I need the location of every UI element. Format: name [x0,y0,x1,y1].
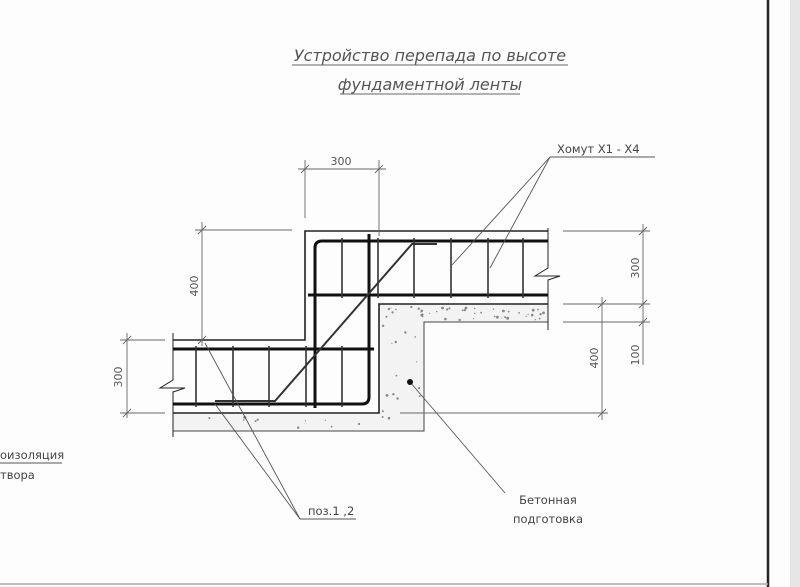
hatch-dot [420,311,422,313]
leader-dot [407,379,413,385]
window-side [790,0,800,587]
hatch-dot [395,374,398,377]
hatch-dot [446,308,449,311]
hatch-dot [381,416,384,418]
hatch-dot [387,416,391,420]
stirrups [195,238,524,407]
hatch-dot [390,307,392,309]
hatch-dot [534,319,536,321]
hatch-dot [418,395,421,398]
concrete-label-2: подготовка [513,512,583,526]
hatch-dot [391,342,393,344]
hatch-dot [417,307,420,310]
hatch-dot [256,418,259,421]
foundation-outline [158,228,561,437]
hatch-dot [385,394,389,397]
reinforcement [173,234,548,408]
title-line2: фундаментной ленты [338,75,522,94]
hatch-dot [436,310,438,313]
hatch-dot [444,317,447,321]
hatch-dot [381,410,384,413]
hatch-dot [395,308,397,311]
hatch-dot [501,317,503,319]
hatch-dot [531,308,535,312]
hatch-dot [492,308,494,310]
hatch-dot [527,313,529,315]
hatch-dot [324,419,327,421]
hatch-dot [429,312,431,314]
hatch-dot [420,313,424,317]
hatch-dot [463,308,466,312]
position-label: поз.1 ,2 [308,504,354,518]
title-line1: Устройство перепада по высоте [294,46,566,65]
hatch-dot [539,313,542,316]
dim-top-width: 300 [331,155,352,168]
hatch-dot [507,310,510,313]
hatch-dot [530,313,534,317]
hatch-dot [391,311,394,314]
hatch-dot [396,397,399,400]
dim-right-prep: 100 [629,345,642,366]
hatch-dot [458,318,461,322]
hatch-dot [394,340,397,344]
hatch-dot [242,419,245,421]
left-cut-label-1: оизоляция [0,448,64,462]
hatch-dot [410,305,413,309]
hatch-dot [506,316,510,320]
dim-left-beam-height: 300 [112,367,125,388]
hatch-dot [254,420,257,423]
hatch-dot [422,316,424,318]
left-cut-label-2: твора [0,468,35,482]
hatch-dot [208,417,211,420]
hatch-dot [464,306,468,310]
hatch-dot [416,361,418,363]
hatch-dot [441,306,444,310]
dim-left-height: 400 [188,276,201,297]
hatch-dot [502,309,505,313]
hatch-dot [542,311,545,315]
bent-bar [215,243,437,402]
hatch-dot [538,317,541,320]
hatch-dot [537,308,539,311]
leader-lines [0,156,655,520]
concrete-label-1: Бетонная [519,493,577,507]
hatch-dot [381,324,385,327]
dim-right-beam-height: 300 [629,258,642,279]
hatch-dot [297,426,300,429]
hatch-dot [504,316,507,319]
hatch-dot [304,420,306,422]
hatch-dot [474,312,476,314]
hatch-dot [420,309,424,313]
hatch-dot [358,422,361,426]
hatch-dot [461,309,464,312]
hatch-dot [392,393,395,396]
hatch-dot [330,425,333,428]
hatch-dot [496,315,499,319]
hatch-dot [387,307,391,311]
hatch-dot [493,315,496,318]
stirrup-label: Хомут Х1 - Х4 [557,142,640,156]
hatch-dot [418,387,421,390]
hatch-dot [518,312,520,314]
hatch-dot [472,318,475,320]
hatch-dot [525,315,527,317]
hatch-dot [385,315,388,318]
dim-right-step: 400 [588,348,601,369]
hatch-dot [480,311,482,314]
hatch-dot [448,307,451,310]
hatch-dot [404,331,407,334]
concrete-preparation [173,304,548,432]
dimension-lines [120,160,650,420]
hatch-dot [414,336,417,338]
hatch-dot [474,307,476,310]
